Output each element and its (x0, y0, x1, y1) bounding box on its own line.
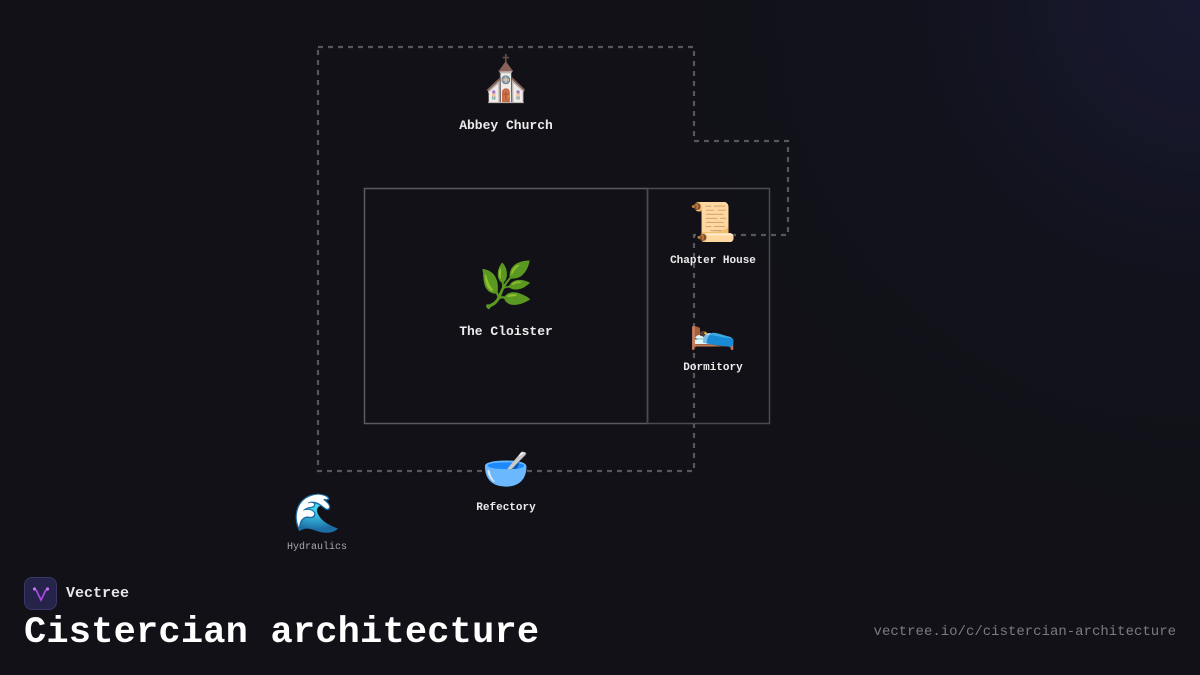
node-label: Refectory (476, 502, 536, 514)
node-the-cloister[interactable]: 🌿 The Cloister (459, 260, 553, 340)
node-label: Hydraulics (286, 542, 348, 553)
brand: Vectree (24, 577, 129, 610)
wave-icon: 🌊 (293, 491, 341, 535)
node-label: The Cloister (459, 324, 553, 339)
node-hydraulics[interactable]: 🌊 Hydraulics (287, 494, 347, 553)
brand-name: Vectree (66, 585, 130, 602)
node-label: Chapter House (670, 255, 756, 267)
node-label: Dormitory (683, 362, 743, 374)
node-chapter-house[interactable]: 📜 Chapter House (670, 203, 756, 267)
east-range-box (646, 187, 771, 425)
node-label: Abbey Church (459, 118, 553, 133)
bed-icon: 🛌 (689, 307, 737, 351)
herb-icon: 🌿 (478, 260, 534, 311)
scroll-icon: 📜 (689, 200, 737, 244)
node-abbey-church[interactable]: ⛪ Abbey Church (459, 54, 553, 134)
vectree-logo-icon (24, 577, 57, 610)
page-url[interactable]: vectree.io/c/cistercian-architecture (873, 624, 1176, 640)
bowl-icon: 🥣 (482, 447, 530, 491)
node-dormitory[interactable]: 🛌 Dormitory (683, 310, 742, 374)
node-refectory[interactable]: 🥣 Refectory (476, 450, 535, 514)
page-title: Cistercian architecture (24, 612, 540, 654)
church-icon: ⛪ (478, 54, 534, 105)
